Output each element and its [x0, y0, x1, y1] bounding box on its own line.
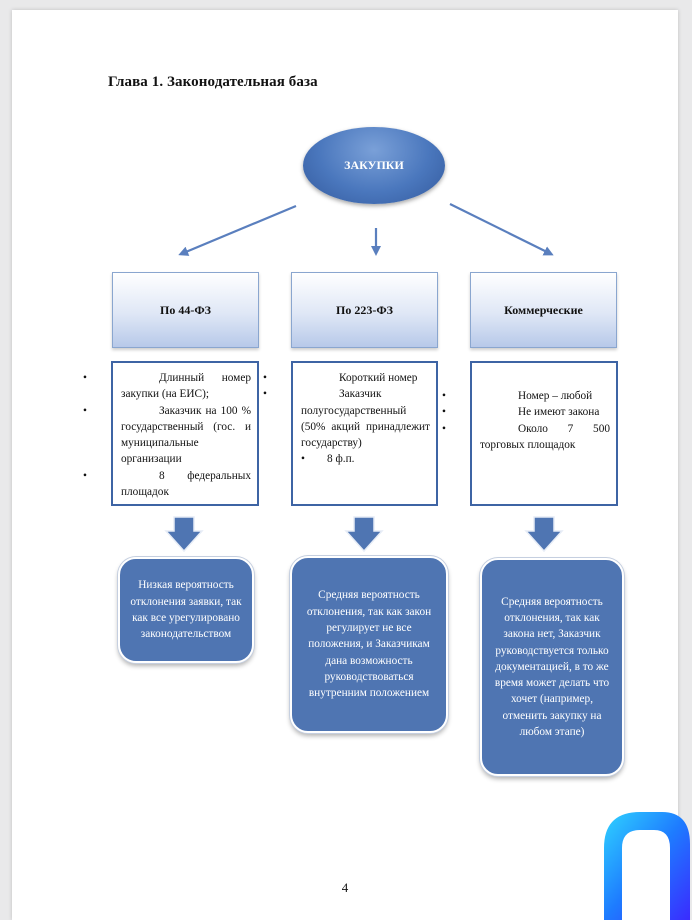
chapter-title: Глава 1. Законодательная база	[108, 74, 318, 90]
root-node-purchases: ЗАКУПКИ	[303, 127, 445, 204]
down-arrow-icon	[164, 516, 204, 553]
detail-item: 8 федеральных площадок	[83, 468, 251, 501]
category-commercial: Коммерческие	[470, 272, 617, 348]
category-223fz: По 223-ФЗ	[291, 272, 438, 348]
outcome-commercial: Средняя вероятность отклонения, так как …	[480, 558, 624, 776]
outcome-text: Низкая вероятность отклонения заявки, та…	[130, 579, 242, 641]
outcome-223fz: Средняя вероятность отклонения, так как …	[290, 556, 448, 733]
details-commercial: Номер – любой Не имеют закона Около 7 50…	[442, 361, 618, 506]
detail-item: Около 7 500 торговых площадок	[442, 421, 610, 454]
down-arrow-icon	[344, 516, 384, 553]
category-label: По 223-ФЗ	[336, 302, 393, 317]
outcome-text: Средняя вероятность отклонения, так как …	[306, 589, 432, 700]
down-arrow-icon	[524, 516, 564, 553]
page-number: 4	[341, 880, 349, 895]
detail-item: Короткий номер	[263, 370, 430, 387]
app-logo-icon	[604, 812, 690, 920]
detail-item: 8 ф.п.	[301, 451, 430, 467]
document-page: Глава 1. Законодательная база ЗАКУПКИ По…	[12, 10, 678, 920]
details-223fz: Короткий номер Заказчик полугосударствен…	[263, 361, 438, 506]
outcome-text: Средняя вероятность отклонения, так как …	[494, 595, 610, 739]
outcome-44fz: Низкая вероятность отклонения заявки, та…	[118, 557, 254, 663]
detail-item: Не имеют закона	[442, 404, 610, 421]
arrow-to-44fz	[178, 204, 297, 256]
category-44fz: По 44-ФЗ	[112, 272, 259, 348]
details-44fz: Длинный номер закупки (на ЕИС); Заказчик…	[83, 361, 259, 506]
root-label: ЗАКУПКИ	[344, 158, 404, 172]
category-label: По 44-ФЗ	[160, 302, 211, 317]
arrow-to-commercial	[449, 203, 554, 256]
category-label: Коммерческие	[504, 302, 583, 317]
detail-item: Длинный номер закупки (на ЕИС);	[83, 370, 251, 403]
detail-item: Номер – любой	[442, 388, 610, 405]
detail-item: Заказчик на 100 % государственный (гос. …	[83, 403, 251, 468]
detail-item: Заказчик полугосударственный (50% акций …	[263, 386, 430, 451]
